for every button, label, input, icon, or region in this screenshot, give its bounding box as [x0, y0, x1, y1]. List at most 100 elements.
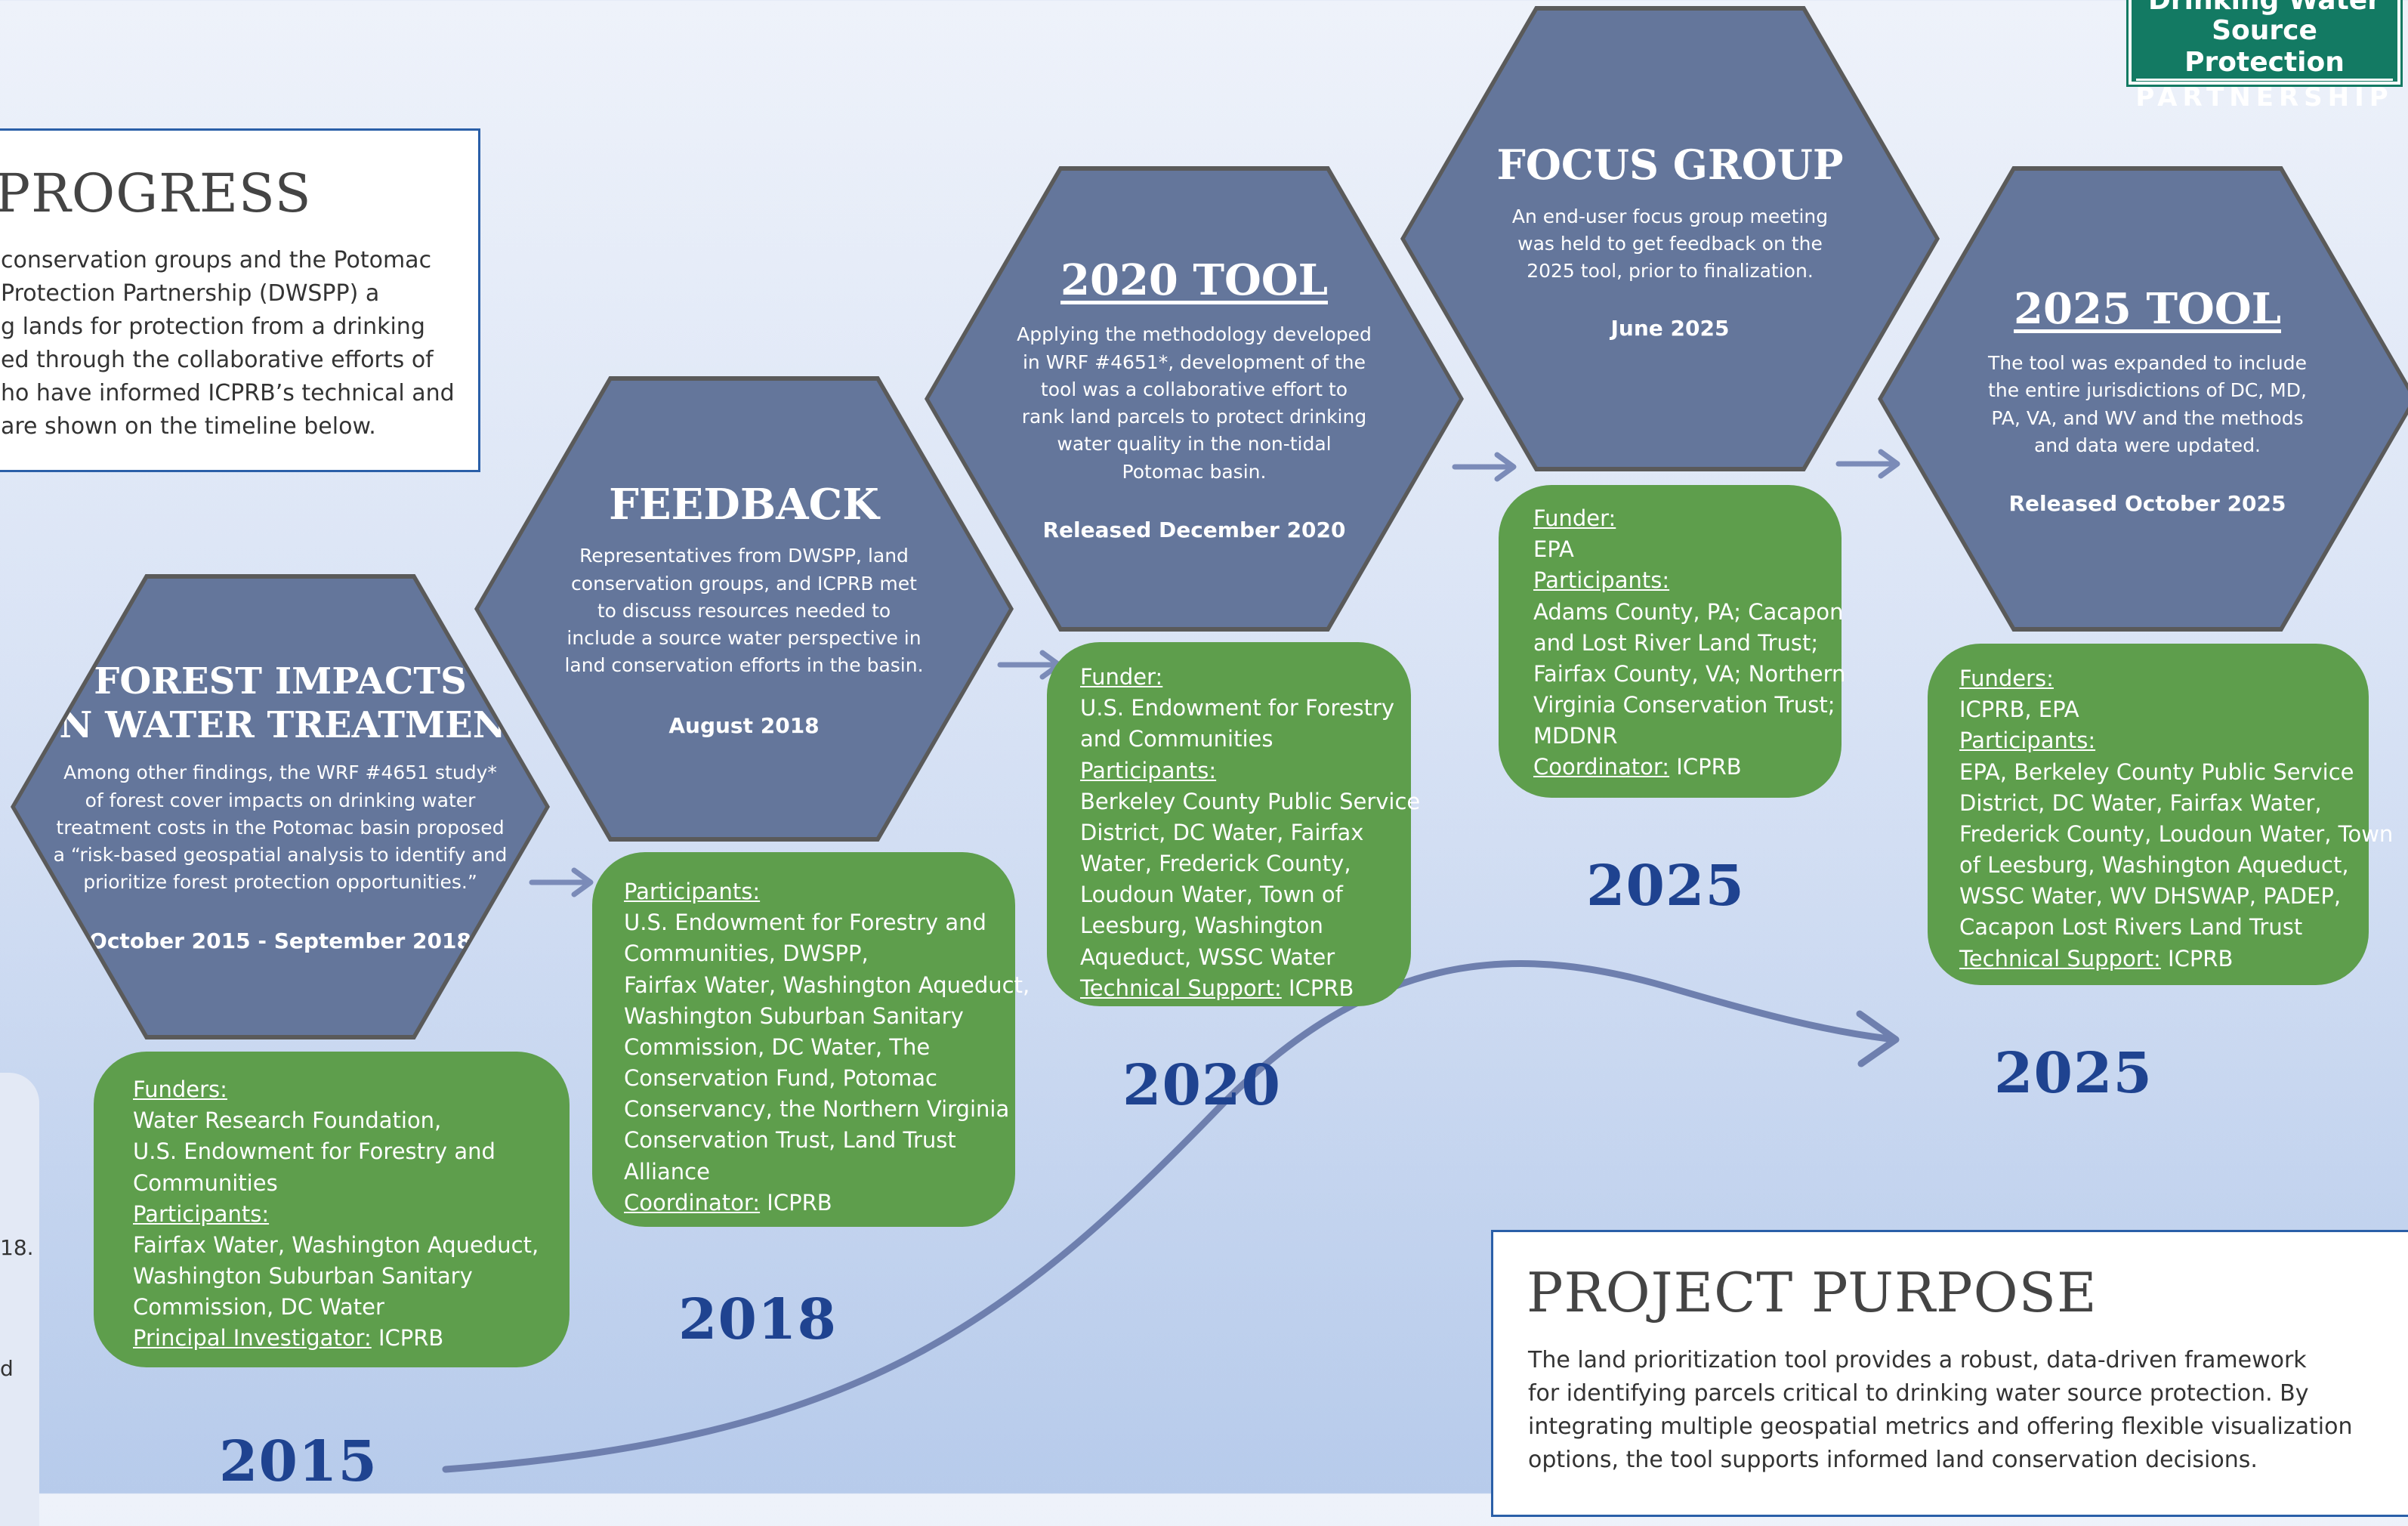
card-text: Virginia Conservation Trust;	[1533, 692, 1835, 718]
milestone-title: ON WATER TREATMENT	[27, 703, 533, 746]
card-label: Coordinator:	[1533, 754, 1670, 780]
card-label: Principal Investigator:	[133, 1325, 372, 1351]
card-text: Alliance	[624, 1158, 710, 1185]
desc-line: was held to get feedback on the	[1517, 233, 1823, 255]
desc-line: Applying the methodology developed	[1017, 323, 1372, 346]
milestone-date: August 2018	[668, 712, 820, 738]
purpose-line: integrating multiple geospatial metrics …	[1528, 1413, 2353, 1440]
card-text: Communities	[133, 1169, 278, 1196]
participants-card-2025: Funders: ICPRB, EPA Participants: EPA, B…	[1928, 644, 2394, 985]
milestone-title: FOCUS GROUP	[1496, 141, 1844, 189]
card-text: of Leesburg, Washington Aqueduct,	[1959, 852, 2349, 879]
purpose-line: options, the tool supports informed land…	[1528, 1447, 2258, 1473]
card-label: Funder:	[1080, 664, 1163, 690]
card-text: Fairfax Water, Washington Aqueduct,	[133, 1231, 539, 1258]
card-label: Participants:	[1533, 567, 1670, 594]
desc-line: PA, VA, and WV and the methods	[1991, 406, 2304, 429]
card-text: ICPRB	[2160, 945, 2234, 972]
progress-box: PROGRESS conservation groups and the Pot…	[0, 128, 480, 472]
desc-line: in WRF #4651*, development of the	[1022, 351, 1366, 373]
card-text: District, DC Water, Fairfax Water,	[1959, 789, 2322, 816]
card-label: Participants:	[624, 879, 761, 904]
card-text: Conservancy, the Northern Virginia	[624, 1096, 1010, 1123]
progress-line: conservation groups and the Potomac	[1, 247, 432, 273]
desc-line: water quality in the non-tidal	[1057, 433, 1332, 456]
purpose-title: PROJECT PURPOSE	[1527, 1261, 2098, 1324]
desc-line: tool was a collaborative effort to	[1040, 378, 1348, 400]
arrow-right-icon	[1452, 452, 1517, 482]
desc-line: prioritize forest protection opportuniti…	[83, 871, 477, 894]
card-label: Technical Support:	[1080, 975, 1282, 1001]
milestone-title: 2025 TOOL	[2014, 284, 2281, 334]
desc-line: include a source water perspective in	[566, 627, 922, 650]
year-label-2025: 2025	[1994, 1041, 2153, 1106]
progress-line: are shown on the timeline below.	[1, 413, 376, 440]
desc-line: Among other findings, the WRF #4651 stud…	[63, 761, 497, 784]
arrow-right-icon	[529, 867, 594, 897]
participants-card-focus-group: Funder: EPA Participants: Adams County, …	[1499, 485, 1846, 798]
card-label: Participants:	[1959, 727, 2096, 754]
logo-line-2: Source Protection	[2136, 15, 2393, 81]
card-text: and Lost River Land Trust;	[1533, 629, 1819, 656]
dwspp-logo: Drinking Water Source Protection PARTNER…	[2126, 0, 2403, 113]
milestone-desc: An end-user focus group meeting was held…	[1512, 203, 1828, 286]
desc-line: An end-user focus group meeting	[1511, 205, 1829, 227]
left-edge-panel	[0, 1073, 39, 1526]
card-text: ICPRB	[1669, 754, 1742, 780]
milestone-desc: Applying the methodology developed in WR…	[1017, 321, 1372, 486]
card-text: Aqueduct, WSSC Water	[1080, 944, 1335, 970]
timeline-curve-arrow	[442, 960, 1900, 1473]
card-text: Leesburg, Washington	[1080, 913, 1323, 939]
card-text: Fairfax County, VA; Northern	[1533, 660, 1846, 687]
card-label: Technical Support:	[1959, 945, 2161, 972]
participants-card-2018: Participants: U.S. Endowment for Forestr…	[592, 852, 1030, 1227]
milestone-desc: Representatives from DWSPP, land conserv…	[564, 542, 923, 679]
desc-line: The tool was expanded to include	[1988, 352, 2307, 375]
card-text: Commission, DC Water, The	[624, 1033, 931, 1060]
card-text: ICPRB, EPA	[1959, 697, 2079, 723]
card-text: Adams County, PA; Cacapon	[1533, 598, 1844, 625]
card-text: Water Research Foundation,	[133, 1107, 442, 1134]
card-label: Funders:	[1959, 666, 2054, 691]
milestone-hexagon-focus-group: FOCUS GROUP An end-user focus group meet…	[1400, 6, 1940, 471]
card-text: Communities, DWSPP,	[624, 941, 869, 967]
left-fragment: d	[0, 1356, 14, 1381]
year-label-2025-focus: 2025	[1586, 854, 1745, 919]
logo-line-3: PARTNERSHIP	[2135, 82, 2394, 113]
desc-line: Representatives from DWSPP, land	[579, 545, 909, 567]
card-text: Cacapon Lost Rivers Land Trust	[1959, 914, 2303, 941]
card-text: U.S. Endowment for Forestry and	[133, 1138, 495, 1165]
card-text: Commission, DC Water	[133, 1294, 384, 1321]
progress-title: PROGRESS	[0, 162, 312, 224]
desc-line: 2025 tool, prior to finalization.	[1527, 260, 1814, 283]
progress-text: conservation groups and the Potomac Prot…	[1, 244, 455, 443]
year-label-2020: 2020	[1122, 1053, 1281, 1118]
card-text: Water, Frederick County,	[1080, 851, 1351, 877]
purpose-line: for identifying parcels critical to drin…	[1528, 1380, 2309, 1407]
card-text: Berkeley County Public Service	[1080, 788, 1421, 814]
milestone-title: FOREST IMPACTS	[94, 660, 467, 703]
year-label-2015: 2015	[219, 1429, 378, 1494]
desc-line: conservation groups, and ICPRB met	[571, 572, 917, 595]
card-text: U.S. Endowment for Forestry	[1080, 695, 1395, 721]
milestone-date: Released December 2020	[1042, 517, 1346, 542]
desc-line: rank land parcels to protect drinking	[1021, 406, 1367, 428]
milestone-date: June 2025	[1610, 315, 1730, 341]
progress-line: Protection Partnership (DWSPP) a	[1, 280, 380, 307]
desc-line: to discuss resources needed to	[597, 599, 891, 622]
card-text: Frederick County, Loudoun Water, Town	[1959, 820, 2394, 847]
card-text: Loudoun Water, Town of	[1080, 882, 1343, 908]
card-label: Participants:	[133, 1200, 270, 1227]
card-text: and Communities	[1080, 726, 1273, 752]
milestone-desc: The tool was expanded to include the ent…	[1988, 350, 2307, 459]
card-text: ICPRB	[760, 1189, 832, 1216]
card-text: WSSC Water, WV DHSWAP, PADEP,	[1959, 883, 2342, 910]
card-text: ICPRB	[1281, 975, 1354, 1001]
purpose-text: The land prioritization tool provides a …	[1528, 1344, 2352, 1477]
desc-line: land conservation efforts in the basin.	[564, 654, 924, 677]
card-text: EPA	[1533, 536, 1574, 563]
desc-line: a “risk-based geospatial analysis to ide…	[53, 844, 508, 866]
card-label: Funders:	[133, 1077, 227, 1102]
desc-line: treatment costs in the Potomac basin pro…	[56, 816, 505, 839]
milestone-title: 2020 TOOL	[1060, 255, 1328, 306]
